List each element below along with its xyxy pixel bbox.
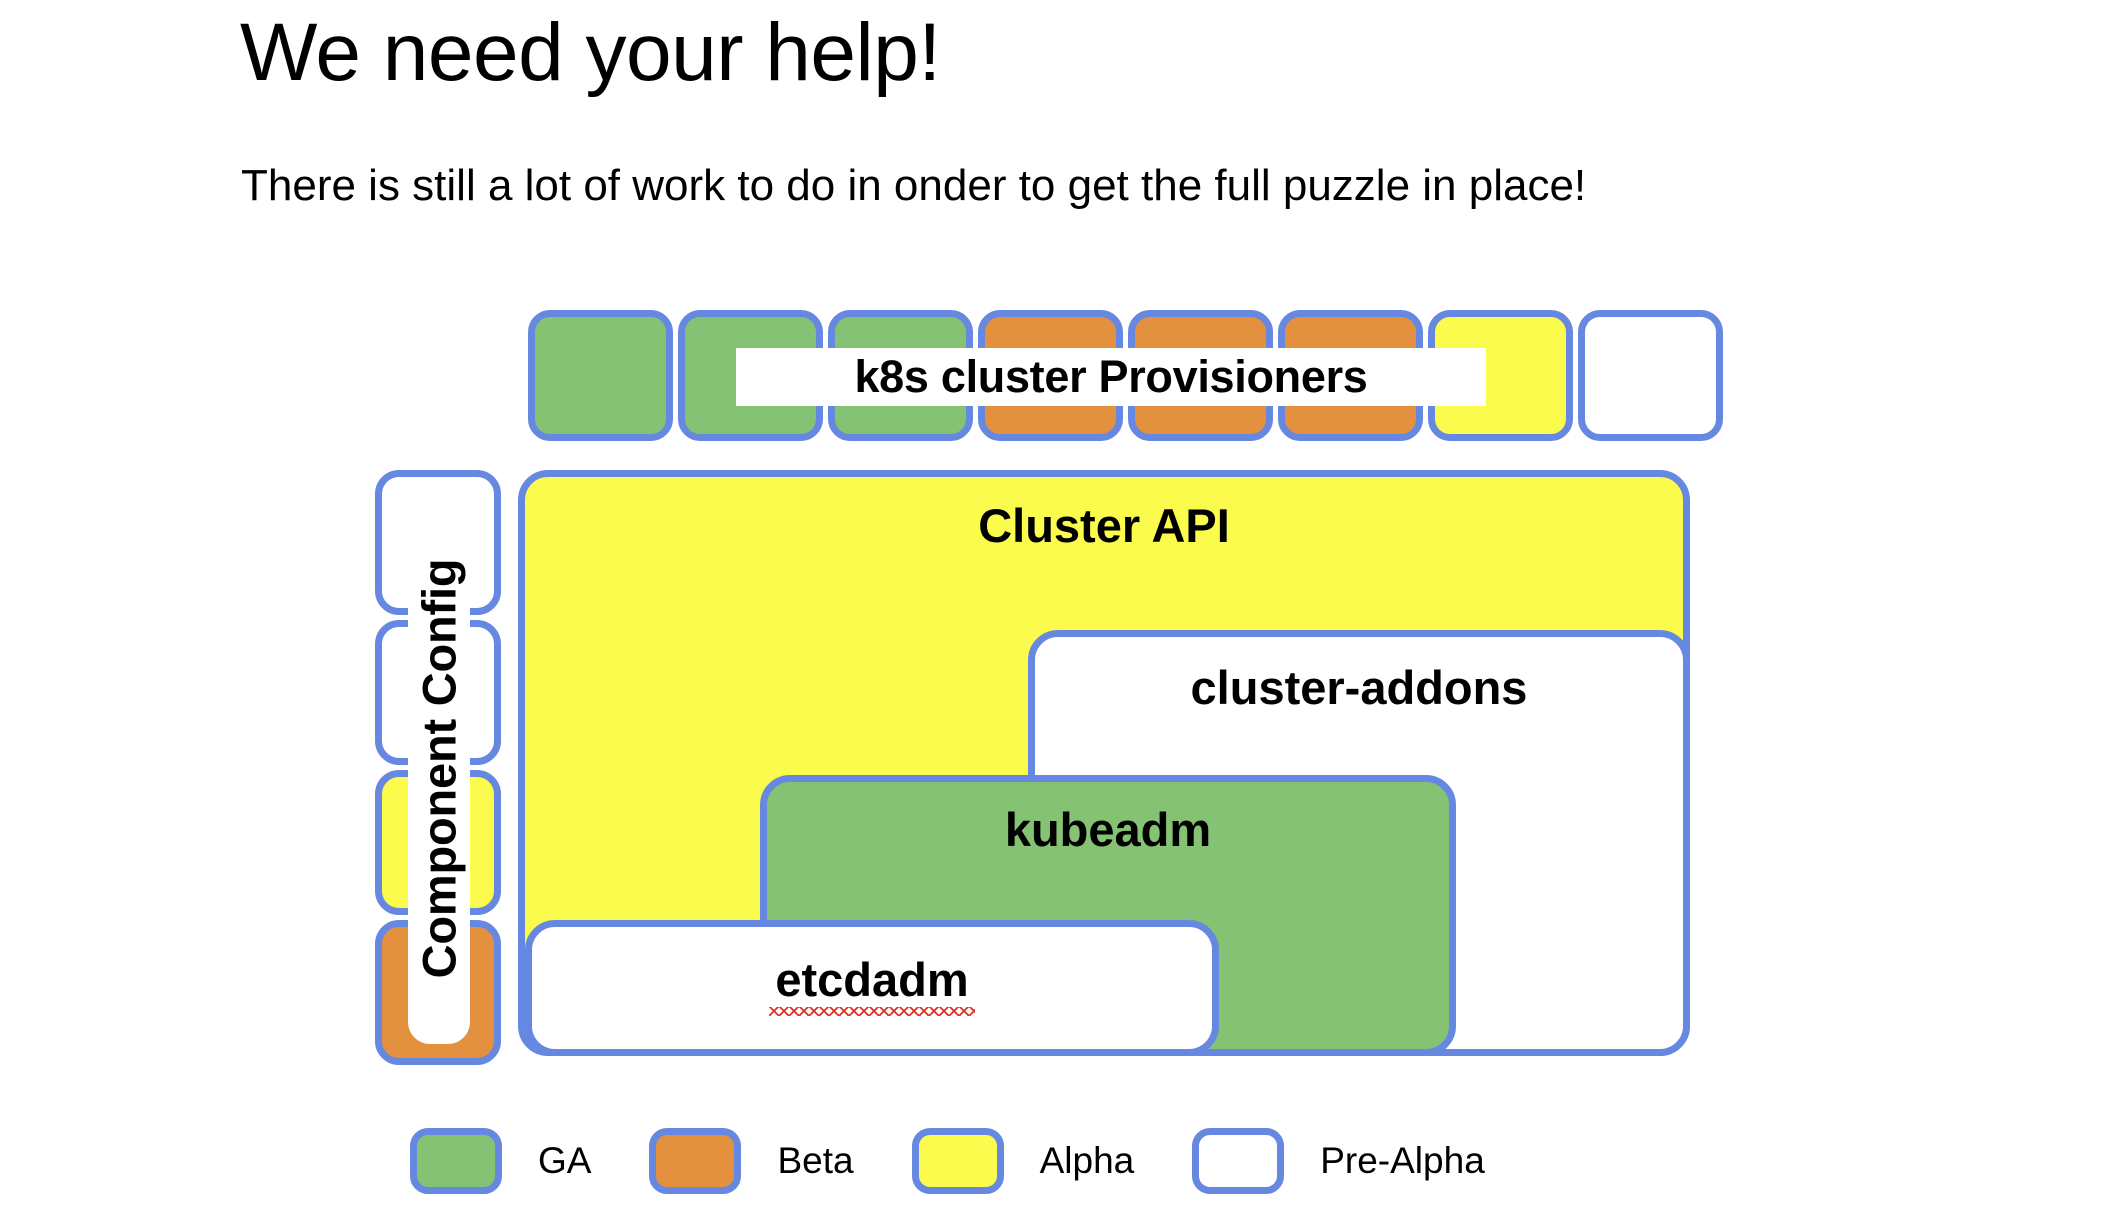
kubeadm-label: kubeadm (1004, 803, 1212, 856)
component-config-label-text: Component Config (412, 558, 466, 978)
provisioner-slot-1[interactable] (528, 310, 673, 441)
legend-swatch-ga (410, 1128, 502, 1194)
legend-label-ga: GA (538, 1140, 592, 1181)
cluster-api-label: Cluster API (978, 499, 1230, 552)
legend-swatch-alpha (911, 1128, 1004, 1194)
provisioner-slot-8[interactable] (1578, 310, 1723, 441)
cluster-addons-label: cluster-addons (1190, 661, 1528, 714)
page-subtitle: There is still a lot of work to do in on… (241, 161, 1587, 210)
legend-entry-beta: Beta (649, 1128, 854, 1194)
legend-label-pre-alpha: Pre-Alpha (1320, 1140, 1485, 1181)
spellcheck-squiggle-icon (769, 1007, 975, 1016)
legend-entry-ga: GA (410, 1128, 591, 1194)
legend-entry-pre-alpha: Pre-Alpha (1192, 1128, 1485, 1194)
legend-label-beta: Beta (777, 1140, 854, 1181)
legend-swatch-beta (649, 1128, 742, 1194)
kubeadm-box[interactable] (760, 775, 1456, 1056)
etcdadm-box[interactable] (525, 920, 1219, 1056)
etcdadm-label: etcdadm (525, 952, 1219, 1016)
component-config-label: Component Config (408, 492, 470, 1044)
provisioner-strip-label: k8s cluster Provisioners (736, 348, 1486, 406)
legend: GA Beta Alpha Pre-Alpha (410, 1126, 1543, 1196)
legend-label-alpha: Alpha (1039, 1140, 1135, 1181)
etcdadm-label-text-wrapper: etcdadm (769, 952, 975, 1016)
page-title: We need your help! (240, 7, 941, 98)
legend-swatch-pre-alpha (1192, 1128, 1285, 1194)
legend-entry-alpha: Alpha (911, 1128, 1135, 1194)
etcdadm-label-text: etcdadm (775, 953, 969, 1006)
